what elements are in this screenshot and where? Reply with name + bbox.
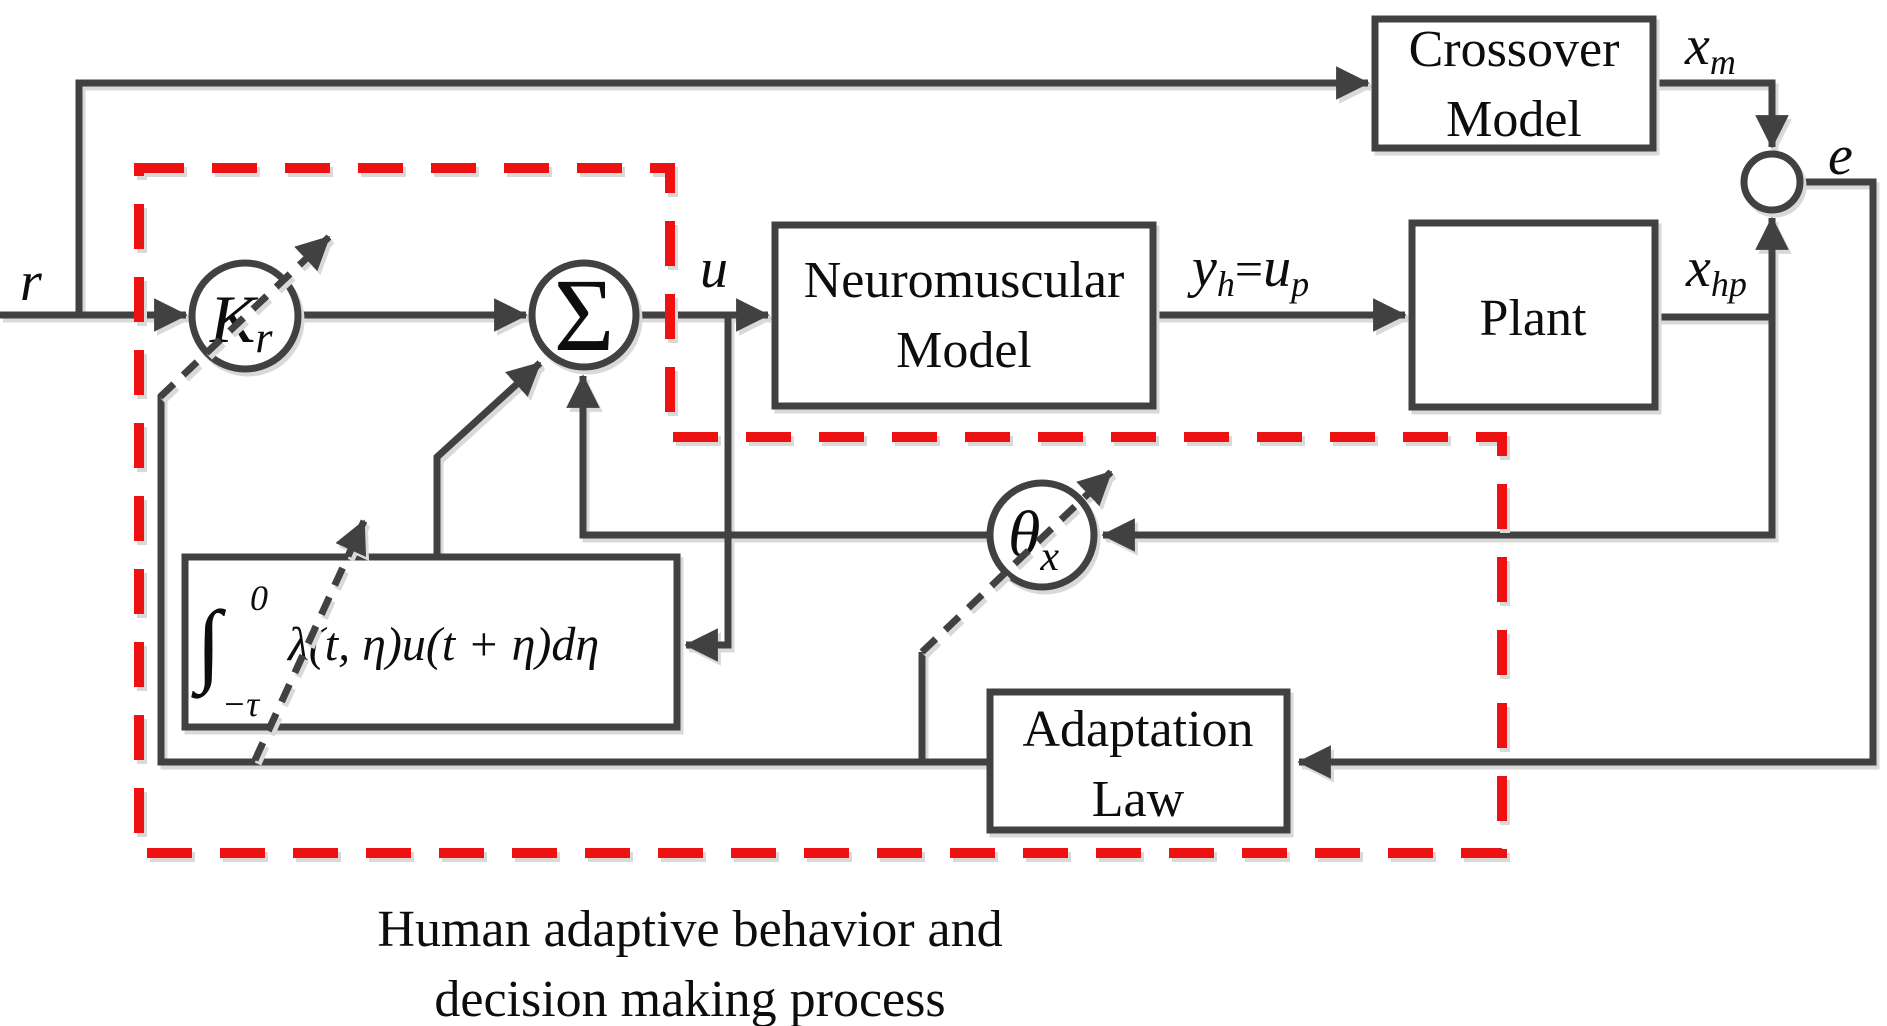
adapt-arrow-theta [919, 469, 1114, 655]
node-labels: Kr Σ θx [209, 258, 1059, 580]
signal-lines [0, 66, 1877, 779]
integral-to-sum-line [433, 360, 543, 557]
signal-e: e [1828, 125, 1853, 187]
adaptation-law-box [986, 688, 1291, 834]
sum-sigma-label: Σ [554, 258, 615, 373]
crossover-model-box [1371, 15, 1657, 152]
signal-yh-up: yh=up [1187, 237, 1309, 304]
signal-labels: r u yh=up xhp xm e [20, 15, 1853, 313]
signal-r: r [20, 251, 42, 313]
integral-box [181, 553, 681, 731]
signal-u: u [700, 238, 728, 300]
plant-box [1408, 219, 1659, 411]
neuromuscular-model-box [771, 221, 1157, 410]
u-branch-to-integral-line [684, 312, 732, 662]
signal-xhp: xhp [1685, 237, 1747, 304]
adaptation-arrows [157, 234, 1114, 762]
caption-line2: decision making process [434, 971, 945, 1026]
neuromuscular-label-line2: Model [896, 322, 1032, 379]
adapt-arrow-integral [251, 519, 368, 762]
integral-sign: ∫ [191, 592, 226, 699]
block-labels: Crossover Model Neuromuscular Model Plan… [191, 21, 1619, 828]
theta-to-sum-line [566, 374, 990, 539]
blocks [181, 15, 1659, 834]
sum-node [528, 259, 640, 371]
crossover-label-line1: Crossover [1409, 21, 1620, 78]
caption: Human adaptive behavior and decision mak… [377, 901, 1002, 1026]
integral-lower-limit: −τ [222, 684, 260, 724]
error-sum-node [1740, 150, 1804, 214]
human-behavior-boundary [134, 163, 1507, 858]
crossover-label-line2: Model [1446, 91, 1582, 148]
xm-to-error-sum-line [1653, 79, 1789, 149]
caption-line1: Human adaptive behavior and [377, 901, 1002, 958]
signal-xm: xm [1684, 15, 1736, 82]
neuromuscular-label-line1: Neuromuscular [804, 252, 1125, 309]
e-feedback-line [1297, 178, 1877, 779]
adapt-arrow-kr [157, 234, 332, 400]
adaptation-label-line1: Adaptation [1022, 701, 1253, 758]
adaptation-output-line [157, 395, 990, 766]
integral-body: λ(t, η)u(t + η)dη [286, 618, 599, 671]
xhp-to-theta-line [1101, 317, 1776, 552]
adaptation-label-line2: Law [1092, 771, 1185, 828]
plant-label: Plant [1480, 290, 1587, 347]
r-to-crossover-line [75, 66, 1370, 315]
integral-upper-limit: 0 [250, 578, 268, 618]
